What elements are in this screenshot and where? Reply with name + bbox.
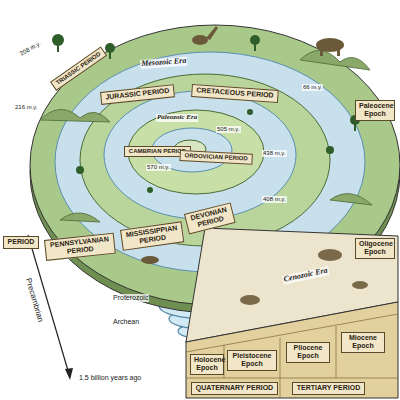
time-label: 570 m.y.: [146, 164, 171, 171]
period-name: PERIOD: [7, 238, 35, 246]
time-label: Proterozoic: [112, 294, 149, 302]
period-name: CAMBRIAN PERIOD: [128, 148, 187, 155]
time-label: 216 m.y.: [14, 104, 39, 111]
period-name: QUATERNARY PERIOD: [195, 384, 274, 392]
period-name: TERTIARY PERIOD: [296, 384, 361, 392]
period-name: CRETACEOUS PERIOD: [195, 86, 274, 100]
period-band: Paleocene Epoch: [355, 100, 395, 121]
period-name: Oligocene Epoch: [359, 240, 391, 256]
period-band: QUATERNARY PERIOD: [191, 382, 278, 395]
period-name: Paleocene Epoch: [359, 102, 391, 118]
time-label: 1.5 billion years ago: [78, 374, 142, 382]
time-label: Archean: [112, 318, 140, 326]
period-band: Holocene Epoch: [190, 354, 224, 375]
period-name: MISSISSIPPIAN PERIOD: [124, 224, 180, 247]
period-name: Holocene Epoch: [194, 356, 220, 372]
period-name: PENNSYLVANIAN PERIOD: [48, 235, 111, 257]
period-band: Pleistocene Epoch: [227, 350, 277, 371]
time-label: 505 m.y.: [216, 126, 241, 133]
time-label: 66 m.y.: [302, 84, 323, 91]
period-name: Pliocene Epoch: [290, 344, 326, 360]
period-band: Pliocene Epoch: [286, 342, 330, 363]
era-name: Paleozoic Era: [156, 114, 198, 122]
period-band: Oligocene Epoch: [355, 238, 395, 259]
time-label: 408 m.y.: [262, 196, 287, 203]
time-label: 208 m.y.: [18, 40, 43, 58]
time-label: 438 m.y.: [262, 150, 287, 157]
period-name: Miocene Epoch: [345, 334, 381, 350]
period-name: Pleistocene Epoch: [231, 352, 273, 368]
period-band: TERTIARY PERIOD: [292, 382, 365, 395]
period-band: PERIOD: [3, 236, 39, 249]
period-band: Miocene Epoch: [341, 332, 385, 353]
period-name: ORDOVICIAN PERIOD: [184, 152, 249, 162]
